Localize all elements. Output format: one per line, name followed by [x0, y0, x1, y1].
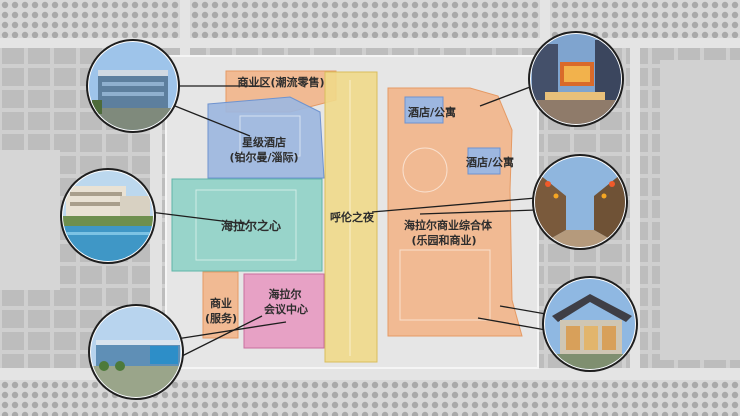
label-star-hotel-1: 星级酒店 [242, 135, 286, 149]
photo-resort-pool [60, 168, 156, 264]
label-complex-1: 海拉尔商业综合体 [404, 218, 493, 232]
building-outlines [195, 80, 491, 356]
label-service-2: (服务) [205, 311, 237, 325]
label-complex-2: (乐园和商业) [411, 233, 476, 247]
label-promenade: 呼伦之夜 [330, 210, 375, 224]
zone-heart [171, 178, 323, 272]
photo-shopping-street [528, 31, 624, 127]
zone-conference [243, 273, 325, 349]
label-conference-2: 会议中心 [264, 302, 308, 316]
label-heart: 海拉尔之心 [221, 218, 281, 233]
zone-promenade [324, 71, 378, 363]
label-commercial-trend: 商业区(潮流零售) [237, 75, 324, 89]
zone-service [202, 271, 239, 339]
photo-lantern-street [532, 154, 628, 250]
photo-pavilion [542, 276, 638, 372]
label-hotel-apartment-2: 酒店/公寓 [466, 155, 514, 169]
zone-hotel-apartment-1 [404, 96, 444, 124]
callout-lines [149, 83, 547, 361]
label-service-1: 商业 [210, 296, 232, 310]
zone-star-hotel [207, 96, 325, 179]
zone-hotel-apartment-2 [467, 147, 501, 175]
label-star-hotel-2: (铂尔曼/淄际) [229, 150, 298, 164]
photo-convention-hall [88, 304, 184, 400]
label-conference-1: 海拉尔 [269, 287, 302, 301]
zone-complex [387, 87, 523, 337]
photo-glass-tower [86, 39, 180, 133]
label-hotel-apartment-1: 酒店/公寓 [408, 105, 456, 119]
